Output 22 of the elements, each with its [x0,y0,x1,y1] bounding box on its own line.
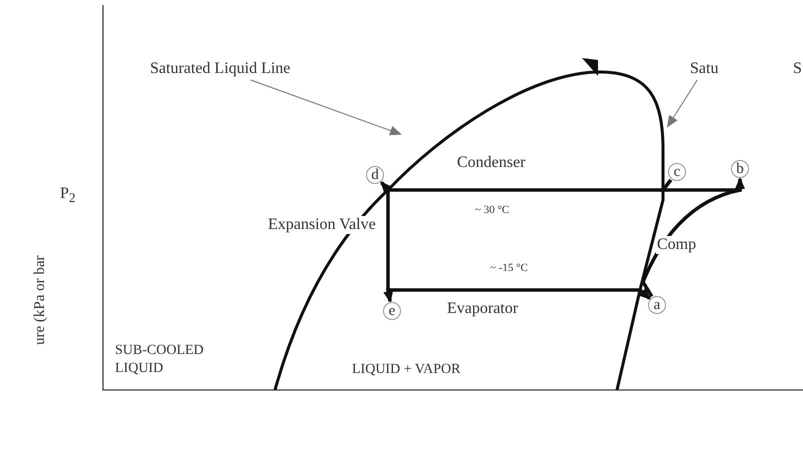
axis-title: ure (kPa or bar [32,255,49,345]
curve-label: Satu [690,60,718,78]
cycle-line [641,177,745,298]
state-point-marker: d [366,166,384,184]
cycle-line [386,288,651,302]
region-label: SUB-COOLED LIQUID [115,342,205,378]
edge-label: Comp [656,236,698,254]
leader-line [666,80,698,128]
region-label: LIQUID + VAPOR [352,362,460,378]
cycle-line [380,178,672,194]
edge-label: Expansion Valve [267,216,377,234]
edge-label: Evaporator [446,300,520,318]
state-point-marker: b [731,160,749,178]
temperature-label: ~ 30 °C [475,204,510,216]
state-point-marker: a [648,296,666,314]
state-point-marker: e [383,302,401,320]
pressure-label: P$_{2}$ [60,185,76,206]
curve-label: Saturated Liquid Line [150,60,290,78]
leader-line [250,80,402,136]
temperature-label: ~ -15 °C [490,262,528,274]
state-point-marker: c [668,163,686,181]
label-text: S [793,60,802,78]
